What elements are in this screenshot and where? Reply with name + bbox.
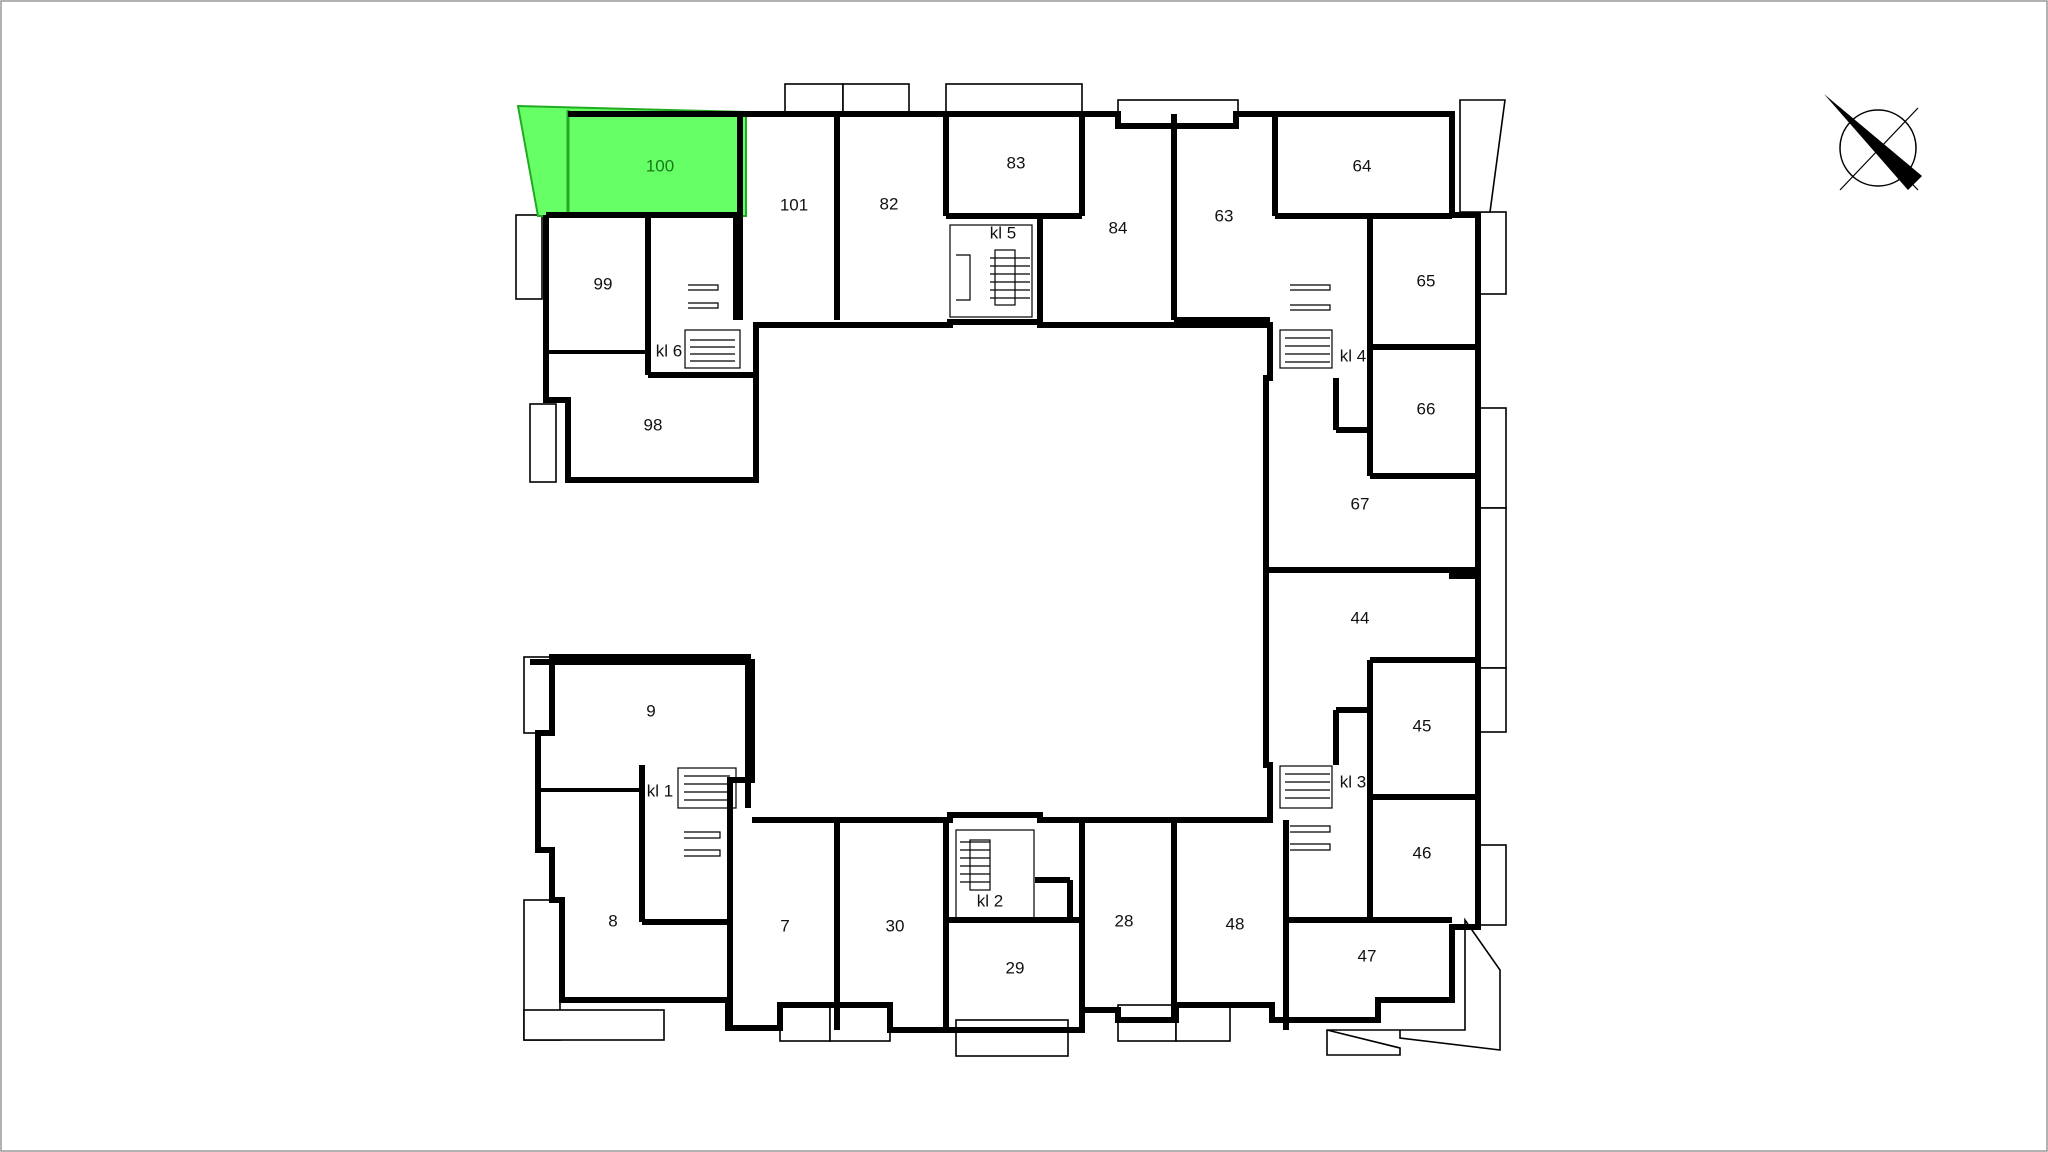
unit-82-label[interactable]: 82 (880, 194, 899, 213)
unit-45-label[interactable]: 45 (1413, 716, 1432, 735)
unit-66-label[interactable]: 66 (1417, 399, 1436, 418)
unit-46-label[interactable]: 46 (1413, 843, 1432, 862)
stair-kl3 (1279, 765, 1333, 851)
staircase-labels: kl 1 kl 2 kl 3 kl 4 kl 5 kl 6 (647, 223, 1366, 910)
stair-kl2 (955, 829, 1035, 919)
balconies (515, 83, 1507, 1057)
unit-8-label[interactable]: 8 (608, 911, 617, 930)
unit-63-label[interactable]: 63 (1215, 206, 1234, 225)
unit-83-label[interactable]: 83 (1007, 153, 1026, 172)
unit-7-label[interactable]: 7 (780, 916, 789, 935)
unit-100-label[interactable]: 100 (646, 156, 674, 175)
unit-30-label[interactable]: 30 (886, 916, 905, 935)
unit-28-label[interactable]: 28 (1115, 911, 1134, 930)
stair-label-kl2: kl 2 (977, 891, 1003, 910)
unit-65-label[interactable]: 65 (1417, 271, 1436, 290)
stair-label-kl3: kl 3 (1340, 772, 1366, 791)
unit-98-label[interactable]: 98 (644, 415, 663, 434)
unit-64-label[interactable]: 64 (1353, 156, 1372, 175)
unit-101-label[interactable]: 101 (780, 195, 808, 214)
unit-48-label[interactable]: 48 (1226, 914, 1245, 933)
unit-9-label[interactable]: 9 (646, 701, 655, 720)
stair-label-kl6: kl 6 (656, 341, 682, 360)
stair-kl5 (949, 224, 1033, 318)
stair-label-kl1: kl 1 (647, 781, 673, 800)
stair-kl6 (684, 284, 741, 369)
unit-67-label[interactable]: 67 (1351, 494, 1370, 513)
unit-29-label[interactable]: 29 (1006, 958, 1025, 977)
unit-44-label[interactable]: 44 (1351, 608, 1370, 627)
stair-label-kl4: kl 4 (1340, 346, 1366, 365)
unit-99-label[interactable]: 99 (594, 274, 613, 293)
stair-kl1 (677, 767, 737, 857)
unit-47-label[interactable]: 47 (1358, 946, 1377, 965)
unit-100-highlight[interactable] (516, 104, 747, 217)
stair-kl4 (1279, 284, 1333, 369)
unit-labels: 100 101 82 83 84 63 64 99 98 65 66 67 44… (594, 153, 1436, 977)
stair-label-kl5: kl 5 (990, 223, 1016, 242)
unit-84-label[interactable]: 84 (1109, 218, 1128, 237)
walls (530, 111, 1481, 1033)
compass-north-arrow-icon (1824, 94, 1922, 191)
